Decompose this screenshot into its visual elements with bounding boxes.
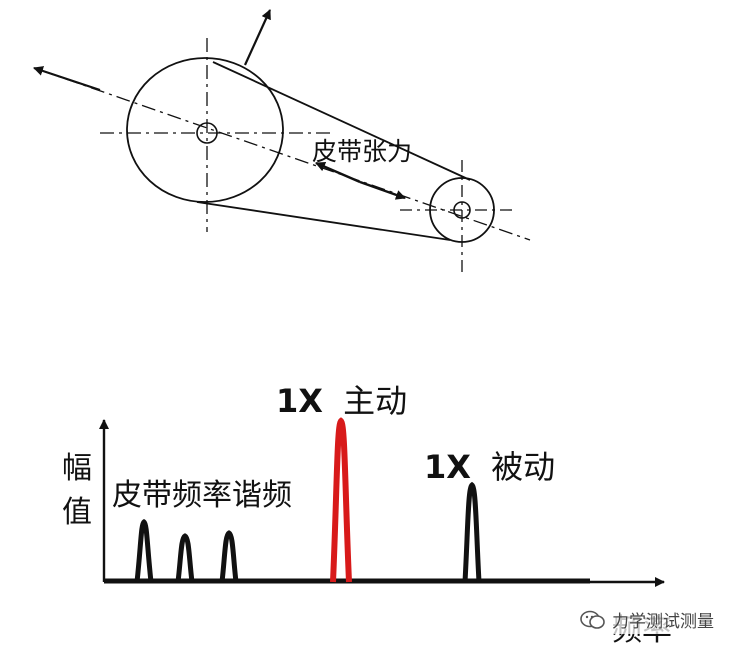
driving-peak-label: 1X 主动 xyxy=(276,382,407,420)
driven-peak-name: 被动 xyxy=(491,448,555,486)
harmonic-peak xyxy=(219,530,239,583)
belt-upper-run xyxy=(212,61,471,181)
harmonics-label: 皮带频率谐频 xyxy=(112,478,292,513)
driven-1x-peak xyxy=(462,481,482,583)
driven-peak-label: 1X 被动 xyxy=(424,448,555,486)
harmonic-peak xyxy=(175,533,195,583)
driven-pulley xyxy=(429,177,495,243)
driven-peak-order: 1X xyxy=(424,448,471,486)
driving-peak-name: 主动 xyxy=(343,382,407,420)
driving-1x-peak xyxy=(330,417,352,583)
belt-tension-arrow-up xyxy=(315,161,361,184)
watermark-text: 力学测试测量 xyxy=(612,612,714,632)
center-line xyxy=(39,69,531,241)
driving-pulley-hub xyxy=(196,122,218,144)
y-axis-label: 幅 值 xyxy=(62,451,102,530)
wechat-icon xyxy=(580,610,605,629)
belt-tension-label: 皮带张力 xyxy=(312,137,412,166)
tension-arrow-left xyxy=(33,66,101,92)
belt-tension-arrow-down xyxy=(359,180,406,200)
driving-pulley xyxy=(126,57,284,203)
belt-drive-diagram: 皮带张力 xyxy=(33,9,531,272)
radial-force-arrow xyxy=(243,9,272,66)
harmonic-peak xyxy=(134,518,154,583)
driven-pulley-hub xyxy=(453,201,471,219)
watermark: 力学测试测量 xyxy=(576,605,718,634)
belt-lower-run xyxy=(196,201,451,241)
driving-peak-order: 1X xyxy=(276,382,323,420)
